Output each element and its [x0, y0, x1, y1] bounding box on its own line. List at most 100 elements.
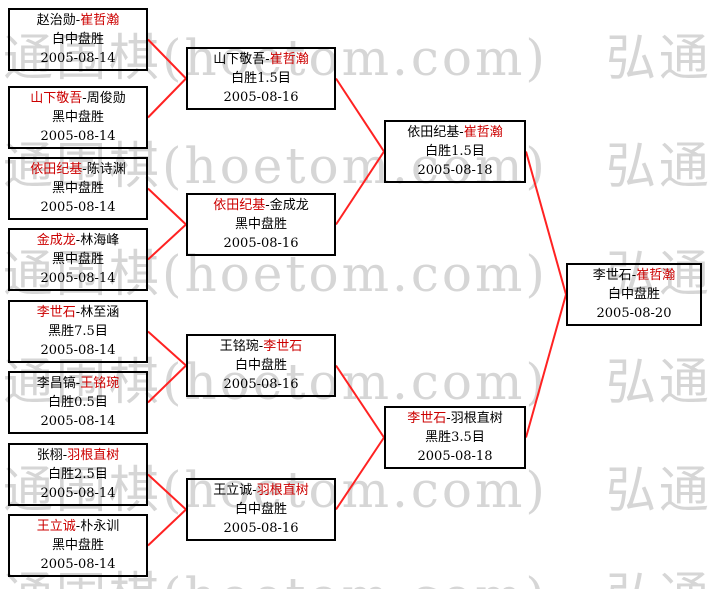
- player-b-name: 王铭琬: [80, 376, 120, 391]
- player-b-name: 崔哲瀚: [636, 268, 676, 283]
- match-result: 黑胜7.5目: [48, 324, 108, 339]
- match-players: 李昌镐-王铭琬: [10, 374, 146, 393]
- watermark-row: 弘通围棋(hoetom.com) 弘通围棋(hoetom.com): [0, 556, 708, 589]
- players-separator: -: [252, 483, 257, 498]
- player-a-name: 王铭琬: [219, 339, 259, 354]
- match-box-r1-7: 张栩-羽根直树 白胜2.5目 2005-08-14: [8, 443, 148, 506]
- match-result: 白胜1.5目: [231, 71, 291, 86]
- match-box-r1-5: 李世石-林至涵 黑胜7.5目 2005-08-14: [8, 300, 148, 363]
- match-players: 依田纪基-金成龙: [188, 196, 334, 215]
- match-players: 山下敬吾-周俊勋: [10, 89, 146, 108]
- match-box-final: 李世石-崔哲瀚 白中盘胜 2005-08-20: [566, 263, 702, 326]
- player-a-name: 山下敬吾: [30, 91, 83, 106]
- watermark-text: 弘通围棋(hoetom.com): [0, 29, 548, 87]
- watermark-text: 弘通围棋(hoetom.com): [0, 556, 548, 589]
- match-date: 2005-08-14: [40, 200, 116, 215]
- match-box-sf-1: 依田纪基-崔哲瀚 白胜1.5目 2005-08-18: [384, 120, 526, 183]
- players-separator: -: [62, 448, 68, 463]
- match-box-r2-2: 依田纪基-金成龙 黑中盘胜 2005-08-16: [186, 193, 336, 256]
- match-result: 白中盘胜: [234, 358, 287, 373]
- player-b-name: 金成龙: [269, 198, 309, 213]
- match-result: 黑中盘胜: [51, 538, 104, 553]
- match-box-r1-8: 王立诚-朴永训 黑中盘胜 2005-08-14: [8, 514, 148, 577]
- match-date: 2005-08-16: [223, 377, 299, 392]
- player-a-name: 依田纪基: [30, 162, 83, 177]
- match-players: 王铭琬-李世石: [188, 337, 334, 356]
- player-b-name: 崔哲瀚: [463, 125, 503, 140]
- player-b-name: 羽根直树: [67, 448, 120, 463]
- match-date: 2005-08-14: [40, 557, 116, 572]
- match-result: 黑中盘胜: [51, 110, 104, 125]
- match-box-r1-6: 李昌镐-王铭琬 白胜0.5目 2005-08-14: [8, 371, 148, 434]
- match-date: 2005-08-16: [223, 90, 299, 105]
- player-a-name: 李昌镐: [36, 376, 76, 391]
- player-b-name: 崔哲瀚: [80, 13, 120, 28]
- player-b-name: 林至涵: [80, 305, 120, 320]
- player-a-name: 李世石: [36, 305, 76, 320]
- watermark-text: 弘通围棋(hoetom.com): [606, 556, 708, 589]
- match-players: 张栩-羽根直树: [10, 446, 146, 465]
- players-separator: -: [75, 376, 81, 391]
- match-date: 2005-08-20: [596, 306, 672, 321]
- players-separator: -: [446, 411, 451, 426]
- watermark-text: 弘通围棋(hoetom.com): [605, 353, 708, 411]
- watermark-text: 弘通围棋(hoetom.com): [0, 137, 548, 195]
- match-result: 黑中盘胜: [234, 217, 287, 232]
- match-date: 2005-08-14: [40, 343, 116, 358]
- match-box-r1-2: 山下敬吾-周俊勋 黑中盘胜 2005-08-14: [8, 86, 148, 149]
- player-b-name: 羽根直树: [256, 483, 309, 498]
- match-date: 2005-08-14: [40, 271, 116, 286]
- player-b-name: 林海峰: [80, 233, 120, 248]
- match-date: 2005-08-16: [223, 521, 299, 536]
- players-separator: -: [75, 305, 81, 320]
- players-separator: -: [265, 198, 270, 213]
- watermark-text: 弘通围棋(hoetom.com): [0, 461, 548, 519]
- match-result: 白胜2.5目: [48, 467, 108, 482]
- watermark-row: 弘通围棋(hoetom.com)弘通围棋(hoetom.com): [0, 18, 708, 90]
- match-date: 2005-08-14: [40, 51, 116, 66]
- match-date: 2005-08-14: [40, 486, 116, 501]
- watermark-row: 弘通围棋(hoetom.com) 弘通围棋(hoetom.com): [0, 450, 708, 522]
- player-b-name: 李世石: [263, 339, 303, 354]
- match-box-r1-1: 赵治勋-崔哲瀚 白中盘胜 2005-08-14: [8, 8, 148, 71]
- player-a-name: 山下敬吾: [213, 52, 266, 67]
- match-players: 李世石-林至涵: [10, 303, 146, 322]
- player-a-name: 依田纪基: [213, 198, 266, 213]
- match-players: 依田纪基-崔哲瀚: [386, 123, 524, 142]
- player-a-name: 王立诚: [213, 483, 253, 498]
- watermark-text: 弘通围棋(hoetom.com): [605, 245, 708, 303]
- watermark-row: 弘通围棋(hoetom.com) 弘通围棋(hoetom.com): [0, 126, 708, 198]
- match-date: 2005-08-14: [40, 129, 116, 144]
- match-result: 白中盘胜: [607, 287, 660, 302]
- match-box-sf-2: 李世石-羽根直树 黑胜3.5目 2005-08-18: [384, 406, 526, 469]
- match-box-r2-3: 王铭琬-李世石 白中盘胜 2005-08-16: [186, 334, 336, 397]
- watermark-text: 弘通围棋(hoetom.com): [605, 137, 708, 195]
- players-separator: -: [75, 233, 81, 248]
- match-result: 黑中盘胜: [51, 181, 104, 196]
- player-b-name: 陈诗渊: [86, 162, 126, 177]
- player-a-name: 王立诚: [36, 519, 76, 534]
- match-result: 白中盘胜: [234, 502, 287, 517]
- players-separator: -: [82, 162, 87, 177]
- watermark-text: 弘通围棋(hoetom.com): [605, 461, 708, 519]
- match-date: 2005-08-18: [417, 163, 493, 178]
- player-b-name: 崔哲瀚: [269, 52, 309, 67]
- player-b-name: 周俊勋: [86, 91, 126, 106]
- players-separator: -: [265, 52, 270, 67]
- match-players: 金成龙-林海峰: [10, 231, 146, 250]
- player-a-name: 依田纪基: [407, 125, 460, 140]
- match-players: 山下敬吾-崔哲瀚: [188, 50, 334, 69]
- match-box-r1-4: 金成龙-林海峰 黑中盘胜 2005-08-14: [8, 228, 148, 291]
- player-a-name: 金成龙: [36, 233, 76, 248]
- players-separator: -: [82, 91, 87, 106]
- match-players: 王立诚-朴永训: [10, 517, 146, 536]
- match-date: 2005-08-18: [417, 449, 493, 464]
- player-a-name: 赵治勋: [36, 13, 76, 28]
- players-separator: -: [75, 13, 81, 28]
- match-result: 白胜0.5目: [48, 395, 108, 410]
- player-a-name: 张栩: [36, 448, 63, 463]
- player-a-name: 李世石: [407, 411, 447, 426]
- match-players: 李世石-羽根直树: [386, 409, 524, 428]
